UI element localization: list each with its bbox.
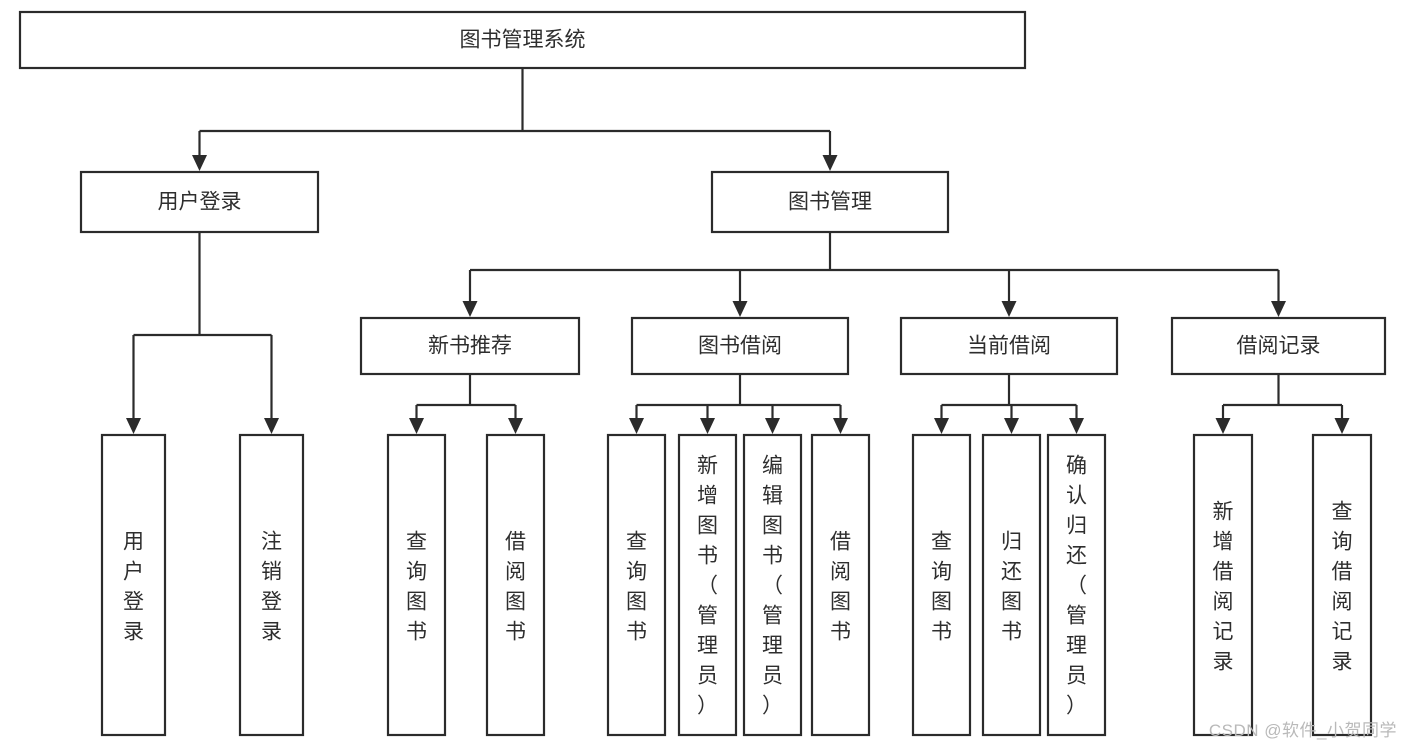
node-box[interactable] — [899, 316, 1119, 376]
arrow-head-icon — [192, 155, 207, 171]
connector-layer — [126, 68, 1350, 434]
node-label: 编辑图书（管理员） — [762, 454, 783, 717]
node-label: 用户登录 — [158, 191, 242, 214]
node-图书借阅[interactable]: 图书借阅 — [630, 316, 850, 376]
node-用户登录[interactable]: 用户登录 — [79, 170, 320, 234]
node-box[interactable] — [710, 170, 950, 234]
node-借阅记录[interactable]: 借阅记录 — [1170, 316, 1387, 376]
node-box[interactable] — [1311, 433, 1373, 737]
node-box[interactable] — [810, 433, 871, 737]
arrow-head-icon — [1271, 301, 1286, 317]
arrow-head-icon — [700, 418, 715, 434]
arrow-head-icon — [126, 418, 141, 434]
node-注销登录[interactable]: 注销登录 — [238, 433, 305, 737]
node-box[interactable] — [981, 433, 1042, 737]
arrow-head-icon — [822, 155, 838, 171]
watermark-text: CSDN @软件_小贺同学 — [1208, 721, 1397, 740]
node-box[interactable] — [18, 10, 1027, 70]
node-编辑图书管理员[interactable]: 编辑图书（管理员） — [742, 433, 803, 737]
node-label: 借阅图书 — [830, 530, 851, 643]
arrow-head-icon — [629, 418, 644, 434]
arrow-head-icon — [1069, 418, 1084, 434]
node-新增借阅记录[interactable]: 新增借阅记录 — [1192, 433, 1254, 737]
node-label: 用户登录 — [123, 530, 144, 643]
arrow-head-icon — [264, 418, 279, 434]
node-layer: 图书管理系统用户登录图书管理新书推荐图书借阅当前借阅借阅记录用户登录注销登录查询… — [18, 10, 1387, 737]
arrow-head-icon — [508, 418, 523, 434]
node-box[interactable] — [742, 433, 803, 737]
node-label: 注销登录 — [261, 530, 282, 643]
node-查询图书[interactable]: 查询图书 — [911, 433, 972, 737]
arrow-head-icon — [833, 418, 848, 434]
node-box[interactable] — [238, 433, 305, 737]
node-确认归还管理员[interactable]: 确认归还（管理员） — [1046, 433, 1107, 737]
node-box[interactable] — [911, 433, 972, 737]
node-box[interactable] — [100, 433, 167, 737]
node-label: 借阅图书 — [505, 530, 526, 643]
node-借阅图书[interactable]: 借阅图书 — [810, 433, 871, 737]
node-label: 借阅记录 — [1237, 335, 1321, 358]
node-box[interactable] — [386, 433, 447, 737]
node-label: 查询借阅记录 — [1332, 500, 1353, 673]
arrow-head-icon — [732, 301, 748, 317]
node-label: 归还图书 — [1001, 530, 1022, 643]
arrow-head-icon — [934, 418, 949, 434]
node-label: 新增借阅记录 — [1213, 500, 1234, 673]
node-归还图书[interactable]: 归还图书 — [981, 433, 1042, 737]
arrow-head-icon — [765, 418, 780, 434]
arrow-head-icon — [462, 301, 478, 317]
arrow-head-icon — [409, 418, 424, 434]
node-查询图书[interactable]: 查询图书 — [606, 433, 667, 737]
node-box[interactable] — [485, 433, 546, 737]
node-box[interactable] — [630, 316, 850, 376]
node-图书管理[interactable]: 图书管理 — [710, 170, 950, 234]
node-查询图书[interactable]: 查询图书 — [386, 433, 447, 737]
node-借阅图书[interactable]: 借阅图书 — [485, 433, 546, 737]
node-box[interactable] — [606, 433, 667, 737]
node-box[interactable] — [79, 170, 320, 234]
node-box[interactable] — [359, 316, 581, 376]
node-label: 图书借阅 — [698, 335, 782, 358]
node-box[interactable] — [1170, 316, 1387, 376]
node-label: 新书推荐 — [428, 335, 512, 358]
node-新增图书管理员[interactable]: 新增图书（管理员） — [677, 433, 738, 737]
node-新书推荐[interactable]: 新书推荐 — [359, 316, 581, 376]
node-label: 图书管理系统 — [460, 29, 586, 52]
node-用户登录[interactable]: 用户登录 — [100, 433, 167, 737]
node-label: 图书管理 — [788, 191, 872, 214]
node-图书管理系统[interactable]: 图书管理系统 — [18, 10, 1027, 70]
node-label: 确认归还（管理员） — [1066, 454, 1087, 717]
arrow-head-icon — [1334, 418, 1350, 434]
node-label: 新增图书（管理员） — [697, 454, 718, 717]
node-label: 当前借阅 — [967, 335, 1051, 358]
node-当前借阅[interactable]: 当前借阅 — [899, 316, 1119, 376]
node-label: 查询图书 — [626, 530, 647, 643]
node-查询借阅记录[interactable]: 查询借阅记录 — [1311, 433, 1373, 737]
node-box[interactable] — [1046, 433, 1107, 737]
node-box[interactable] — [1192, 433, 1254, 737]
node-label: 查询图书 — [931, 530, 952, 643]
arrow-head-icon — [1215, 418, 1231, 434]
node-label: 查询图书 — [406, 530, 427, 643]
arrow-head-icon — [1004, 418, 1019, 434]
arrow-head-icon — [1001, 301, 1017, 317]
node-box[interactable] — [677, 433, 738, 737]
